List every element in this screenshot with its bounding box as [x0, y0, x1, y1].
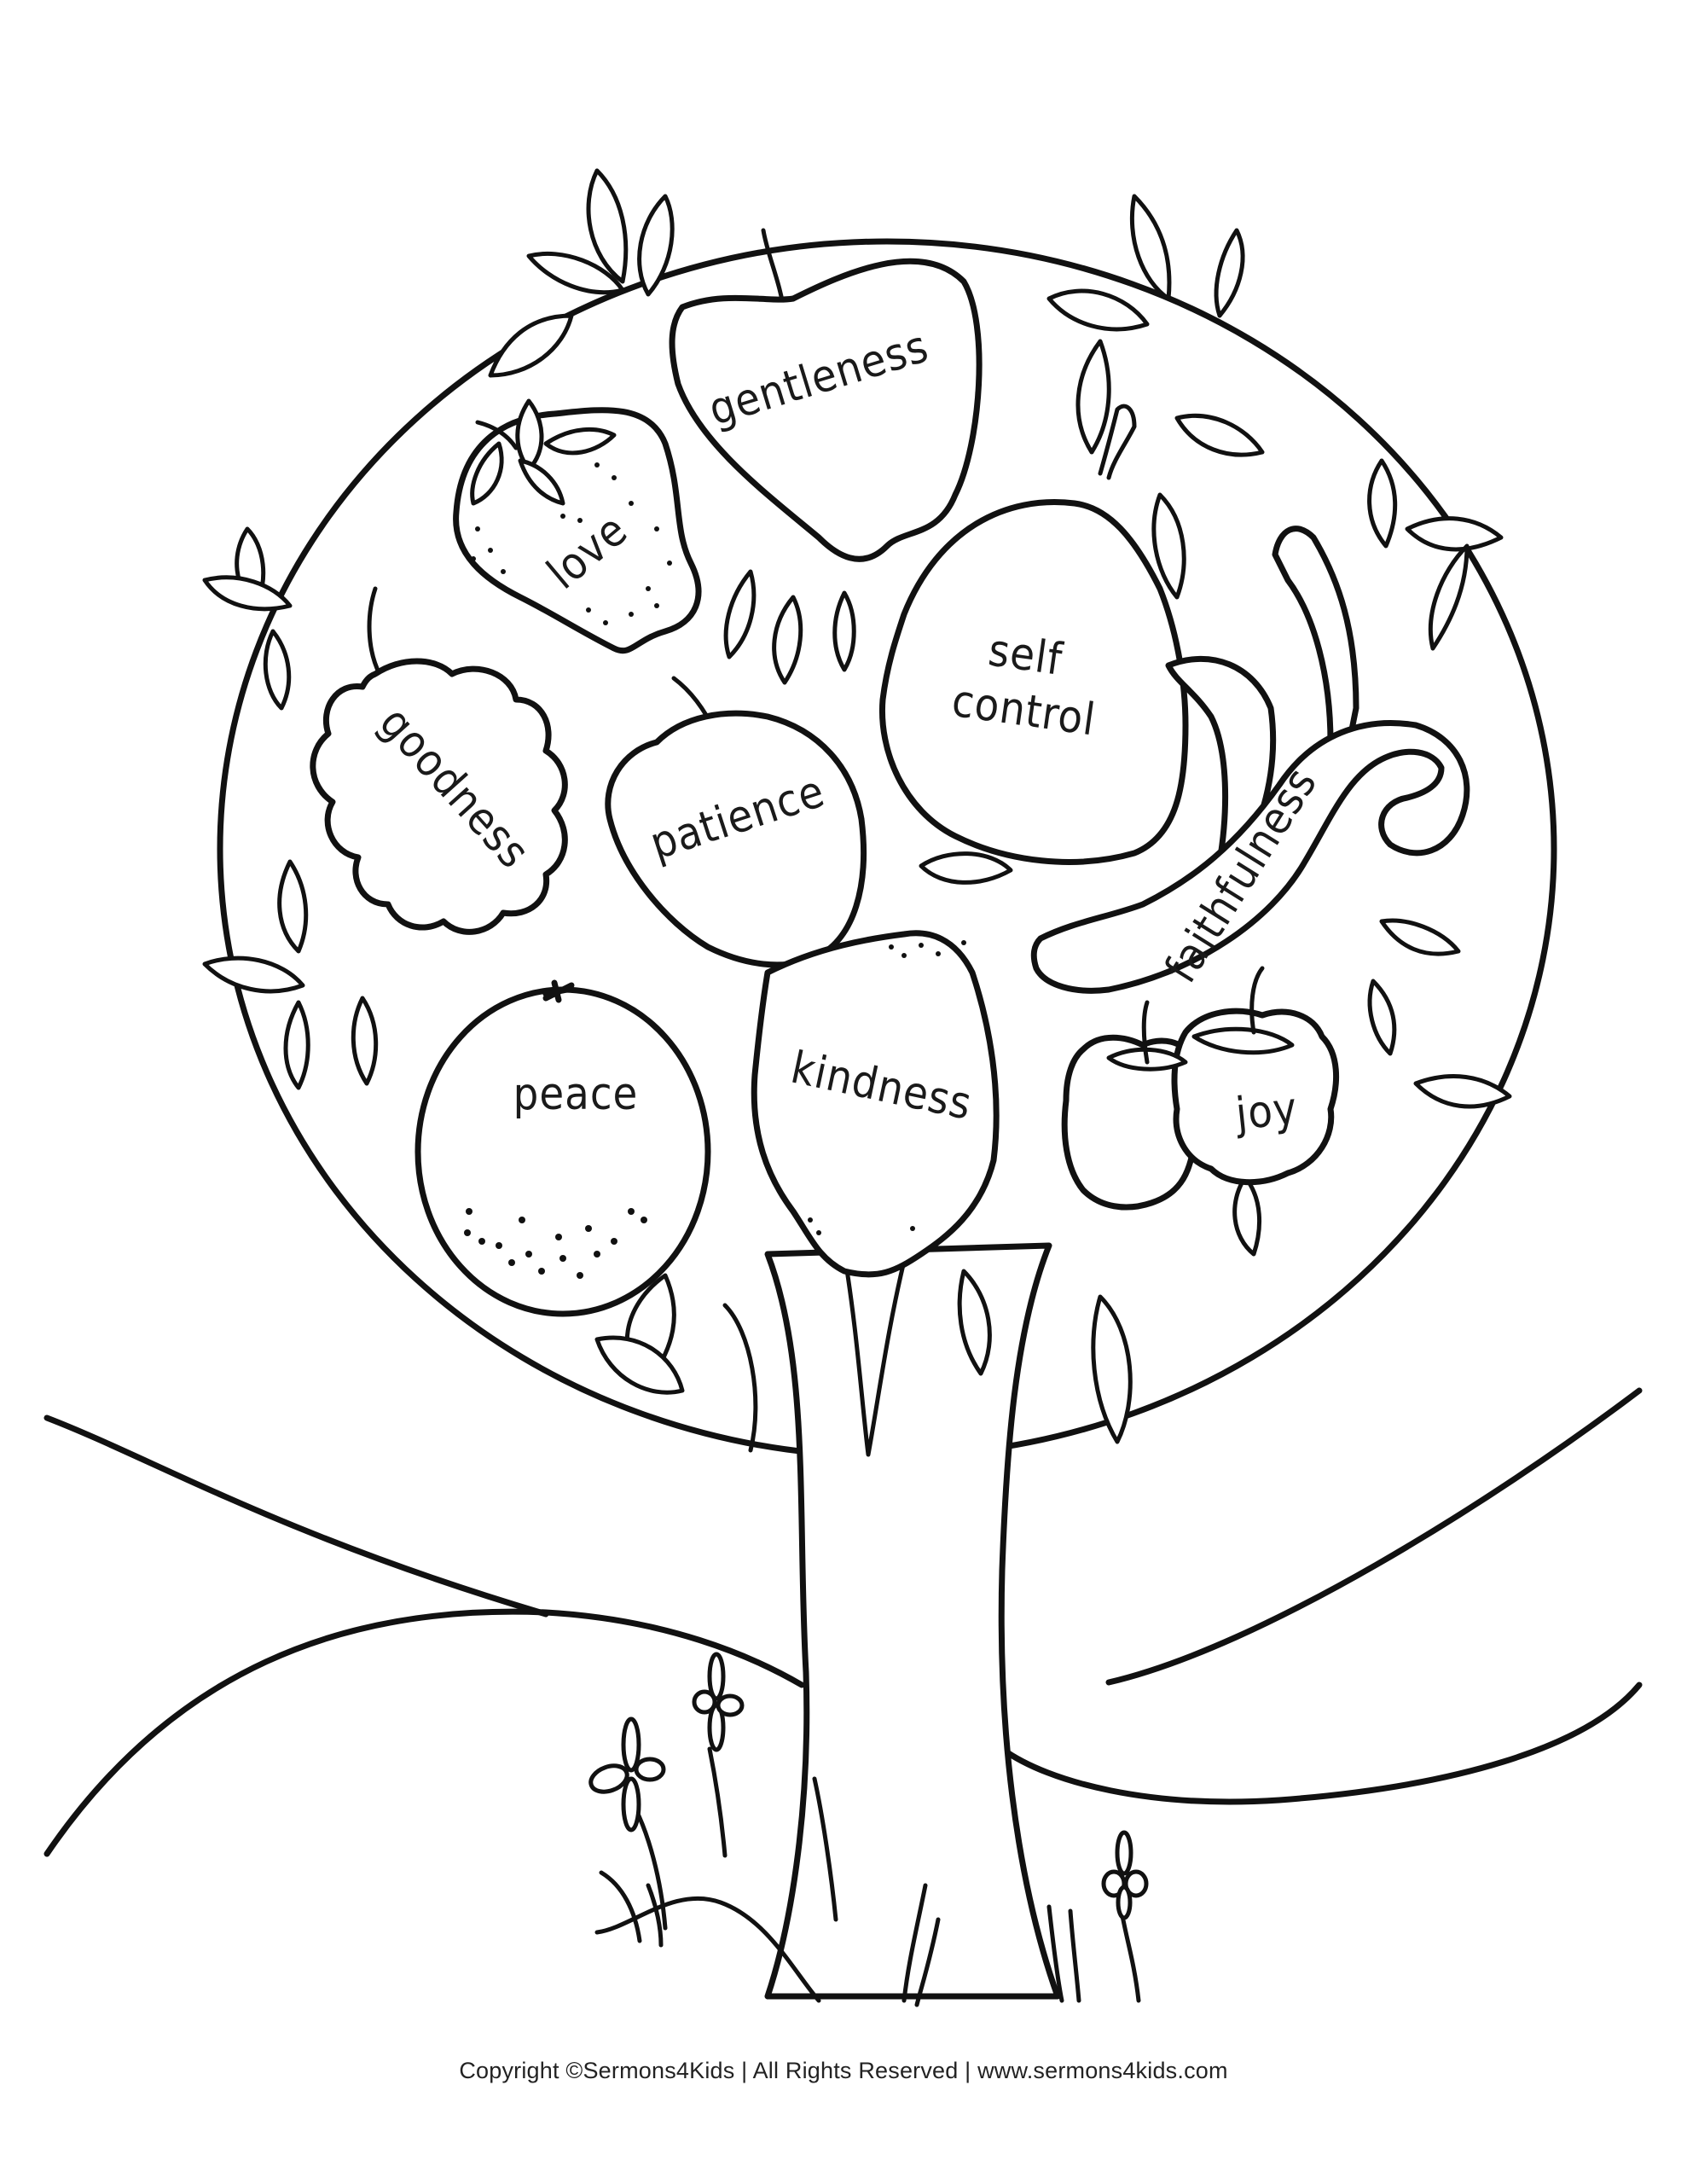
background-hills: [43, 1387, 1643, 1857]
leaf: [202, 575, 293, 612]
fruit-goodness: goodness: [310, 586, 568, 935]
hill-left-back: [43, 1414, 549, 1618]
fruit-joy: joy: [1061, 966, 1340, 1211]
trunk-outline: [764, 1242, 1061, 2000]
pear-stem: [1098, 404, 1137, 480]
trunk-leaf-stroke: [722, 1303, 758, 1453]
leaf: [202, 956, 305, 994]
raspberry-stem: [1141, 1000, 1150, 1065]
leaf: [1046, 288, 1150, 332]
strawberry-leaf: [518, 458, 565, 506]
leaf: [1413, 1074, 1512, 1109]
raspberry-stem: [1249, 966, 1265, 1035]
pear-self-control: [878, 499, 1189, 865]
trunk-leaf: [594, 1335, 685, 1395]
lemon-kindness: [751, 930, 1000, 1278]
leaf: [488, 313, 574, 378]
orange-peace: [415, 986, 711, 1317]
strawberry-seeds: [471, 462, 672, 625]
fruit-self-control: self control: [878, 404, 1189, 865]
raspberry-leaf: [1191, 1026, 1295, 1055]
fruit-peace: peace: [415, 979, 711, 1317]
leaf: [263, 629, 292, 711]
trunk-leaf: [957, 1269, 992, 1376]
leaf: [723, 569, 757, 659]
leaf: [1151, 492, 1186, 600]
leaf: [1405, 516, 1504, 552]
leaf: [1367, 458, 1398, 549]
banana-top: [1272, 526, 1359, 754]
lemon-dots: [808, 940, 966, 1235]
flower: [1101, 1830, 1149, 1920]
grass-blades: [599, 1776, 1081, 2007]
leaf: [1174, 413, 1265, 457]
grape-stem: [367, 586, 382, 677]
strawberry-love: [453, 407, 702, 654]
leaf: [1232, 1175, 1262, 1257]
strawberry-stem: [475, 420, 519, 450]
ground-details: [588, 1652, 1149, 2007]
grapes-goodness: [310, 658, 568, 935]
leaf: [772, 595, 803, 685]
leaf: [277, 859, 309, 954]
flower: [692, 1652, 745, 1752]
canopy-leaves: [202, 168, 1512, 1257]
orange-navel: [542, 979, 575, 1003]
strawberry-leaf: [470, 441, 504, 506]
leaf: [1379, 918, 1461, 956]
copyright-footer: Copyright ©Sermons4Kids | All Rights Res…: [459, 2058, 1228, 2083]
leaf: [1367, 979, 1397, 1056]
leaf: [832, 590, 856, 672]
hill-front-left: [43, 1608, 805, 1857]
leaf: [1428, 543, 1470, 651]
leaf: [351, 996, 379, 1086]
leaf: [919, 851, 1013, 885]
hill-front-right: [999, 1682, 1643, 1805]
flower: [588, 1716, 666, 1833]
apple-gentleness: [669, 258, 983, 562]
flower-stem: [1119, 1908, 1141, 2003]
label-self: self: [985, 624, 1066, 686]
raspberry-joy: [1171, 1008, 1340, 1186]
tree-trunk: [594, 1242, 1133, 2000]
label-joy: joy: [1232, 1083, 1300, 1140]
fruit-gentleness: gentleness: [669, 228, 983, 562]
label-peace: peace: [513, 1069, 639, 1120]
flower-stem: [633, 1806, 668, 1931]
fruit-love: love: [453, 398, 702, 654]
leaf: [526, 251, 625, 295]
orange-dots: [464, 1208, 647, 1279]
leaf: [637, 194, 675, 297]
leaf: [586, 168, 629, 284]
fruit-kindness: kindness: [751, 930, 1000, 1278]
trunk-groove: [842, 1252, 908, 1457]
hill-right-back: [1105, 1387, 1643, 1686]
leaf: [1075, 339, 1111, 455]
ground-line: [594, 1896, 821, 2003]
leaf: [283, 1000, 310, 1090]
leaf: [1214, 228, 1245, 318]
banana-faithfulness: [1030, 720, 1470, 994]
raspberry-back: [1061, 1034, 1202, 1211]
leaf: [1129, 194, 1172, 301]
strawberry-leaf: [543, 427, 617, 456]
flower-stem: [707, 1746, 728, 1858]
trunk-leaf: [1091, 1294, 1133, 1444]
